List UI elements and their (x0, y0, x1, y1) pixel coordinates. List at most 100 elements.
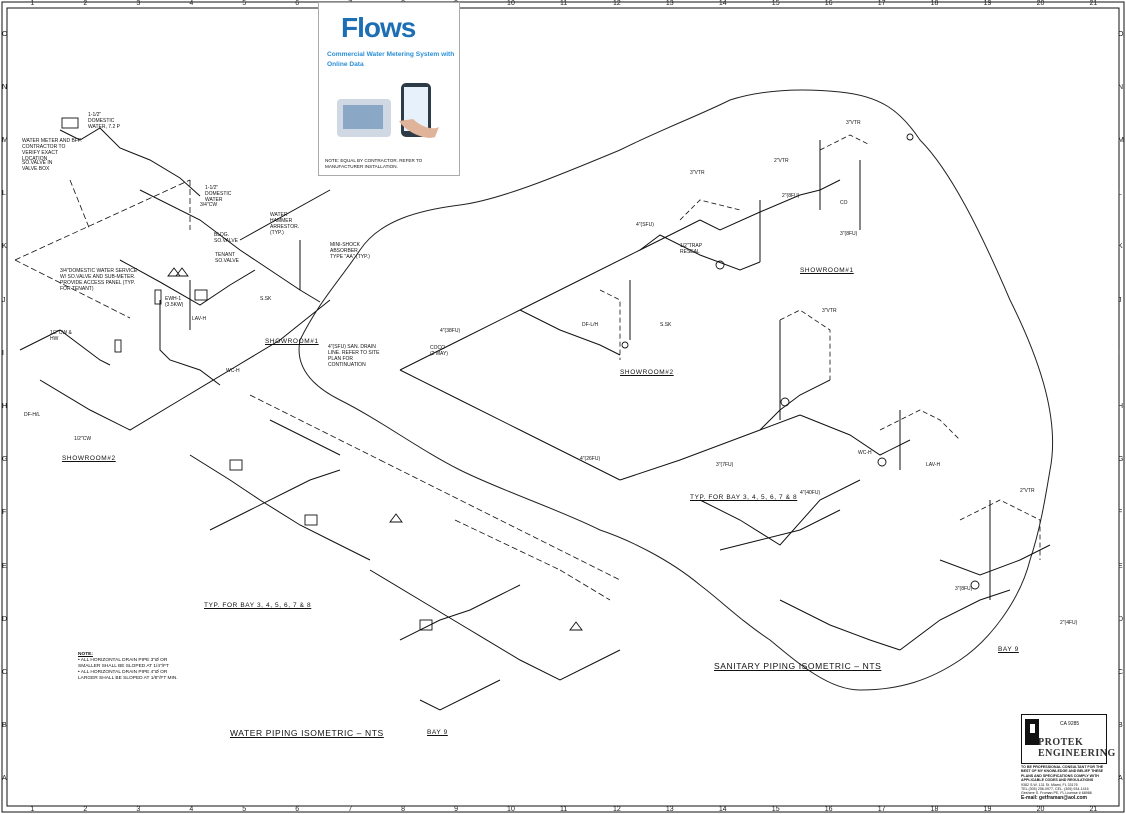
grid-row-label: B (2, 722, 7, 730)
label-bay9-sanitary: BAY 9 (998, 646, 1019, 653)
grid-row-label: K (1118, 243, 1123, 251)
grid-column-label: 11 (560, 0, 568, 7)
grid-row-label: C (2, 669, 8, 676)
water-label: MINI-SHOCK ABSORBER TYPE "AA" (TYP.) (330, 242, 370, 260)
grid-row-label: G (1118, 456, 1124, 464)
water-label: 3/4"DOMESTIC WATER SERVICE W/ SO.VALVE A… (60, 268, 138, 292)
grid-row-label: H (1118, 403, 1124, 410)
grid-row-label: A (2, 775, 7, 783)
stamp-logo-cutout (1030, 724, 1035, 733)
grid-column-label: 19 (983, 0, 992, 7)
water-label: 3/4"CW (200, 202, 218, 208)
grid-row-label: E (1118, 562, 1123, 570)
grid-column-label: 15 (771, 806, 780, 813)
engineer-stamp: CA 9285 PROTEK ENGINEERING (1021, 714, 1115, 764)
stamp-firm-name: PROTEK (1038, 737, 1084, 748)
grid-column-label: 18 (930, 0, 939, 7)
grid-column-label: 16 (824, 806, 833, 813)
grid-column-label: 5 (242, 0, 247, 7)
note-line-1: • ALL HORIZONTAL DRAIN PIPE 3"Ø OR SMALL… (78, 658, 169, 669)
sanitary-label: 2"(8FU) (782, 193, 800, 199)
water-piping (19, 127, 621, 711)
grid-column-label: 13 (665, 806, 674, 813)
label-showroom1-water: SHOWROOM#1 (265, 338, 319, 345)
water-dashed-lines (14, 179, 621, 601)
water-label: LAV-H (192, 316, 207, 322)
grid-column-label: 9 (454, 806, 458, 813)
sanitary-label: 2"(4FU) (1060, 620, 1078, 626)
water-label: 1-1/2" DOMESTIC WATER, 7.2 P (88, 112, 120, 130)
sanitary-piping (399, 140, 1051, 651)
grid-row-label: C (1118, 669, 1124, 676)
title-water-isometric: WATER PIPING ISOMETRIC – NTS (230, 728, 384, 738)
flows-note: NOTE: EQUAL BY CONTRACTOR. REFER TO MANU… (325, 158, 423, 169)
grid-column-label: 4 (189, 806, 194, 813)
stamp-ca-number: CA 9285 (1060, 721, 1080, 727)
flows-advertisement: Flows Commercial Water Metering System w… (318, 2, 460, 176)
grid-row-label: E (2, 562, 7, 570)
water-label: SO.VALVE IN VALVE BOX (22, 160, 53, 172)
sanitary-dashed-lines (599, 134, 1041, 560)
label-showroom2-water: SHOWROOM#2 (62, 455, 116, 462)
note-title: NOTE: (78, 652, 93, 657)
grid-row-label: N (1118, 83, 1124, 91)
stamp-line: TO BE PROFESSIONAL CONSULTANT FOR THE BE… (1021, 765, 1104, 783)
grid-row-label: A (1118, 775, 1123, 783)
grid-column-label: 10 (507, 806, 515, 813)
grid-row-label: L (1118, 190, 1122, 198)
fixture-symbols (61, 117, 980, 631)
grid-column-label: 20 (1036, 0, 1045, 7)
sanitary-label: LAV-H (926, 462, 941, 468)
sanitary-label: 4"(26FU) (580, 456, 601, 462)
flows-tagline: Commercial Water Metering System with On… (327, 51, 455, 68)
grid-row-label: J (1118, 296, 1122, 304)
grid-column-label: 19 (983, 806, 992, 813)
grid-column-label: 14 (718, 0, 727, 7)
grid-column-label: 1 (30, 0, 35, 7)
stamp-line: Geshere S. Froman PE, FL License # 68986 (1021, 791, 1092, 796)
grid-column-label: 13 (665, 0, 674, 7)
grid-column-label: 12 (612, 0, 621, 7)
sanitary-label: 3"VTR (690, 170, 705, 176)
label-showroom2-sanitary: SHOWROOM#2 (620, 369, 674, 376)
grid-row-label: O (2, 30, 8, 38)
grid-row-label: N (2, 83, 8, 91)
stamp-firm-name-2: ENGINEERING (1038, 748, 1116, 759)
grid-column-label: 5 (242, 806, 247, 813)
grid-column-label: 21 (1089, 0, 1098, 7)
grid-row-label: B (1118, 722, 1123, 730)
sanitary-label: 3"(8FU) (955, 586, 973, 592)
grid-column-label: 11 (560, 806, 568, 813)
sanitary-revision-cloud (298, 89, 1054, 691)
sanitary-label: 3"(8FU) (840, 231, 858, 237)
sanitary-label: S.SK (660, 322, 672, 328)
stamp-line: TEL (305) 256-0977, CEL. (305) 934-1416 (1021, 787, 1089, 792)
grid-row-label: G (2, 456, 8, 464)
grid-column-label: 20 (1036, 806, 1045, 813)
flows-logo: Flows (341, 12, 416, 43)
stamp-line: 9382 S.W. 131 St. Miami, FL 33176 (1021, 782, 1078, 787)
grid-row-label: M (1118, 137, 1124, 144)
grid-column-label: 6 (295, 806, 300, 813)
grid-column-label: 8 (401, 806, 406, 813)
grid-row-label: M (2, 137, 8, 144)
sanitary-label: 1/2"TRAP RESEAL (680, 243, 702, 255)
grid-row-label: J (2, 296, 6, 304)
grid-column-label: 3 (136, 0, 141, 7)
grid-column-label: 6 (295, 0, 300, 7)
grid-column-label: 16 (824, 0, 833, 7)
water-label: 1-1/2" DOMESTIC WATER (205, 185, 232, 203)
sanitary-label: WC-H (858, 450, 872, 456)
water-label: EWH-1 (3.5KW) (165, 296, 184, 308)
grid-column-label: 2 (83, 0, 88, 7)
stamp-details: TO BE PROFESSIONAL CONSULTANT FOR THE BE… (1021, 765, 1107, 801)
sanitary-label: 3"VTR (822, 308, 837, 314)
grid-row-label: I (2, 349, 4, 357)
grid-row-label: D (2, 615, 8, 623)
water-label: 1/2"CW & HW (50, 330, 72, 342)
grid-row-label: K (2, 243, 7, 251)
sanitary-label: 2"VTR (1020, 488, 1035, 494)
sanitary-label: CO (840, 200, 848, 206)
grid-column-label: 7 (348, 806, 353, 813)
